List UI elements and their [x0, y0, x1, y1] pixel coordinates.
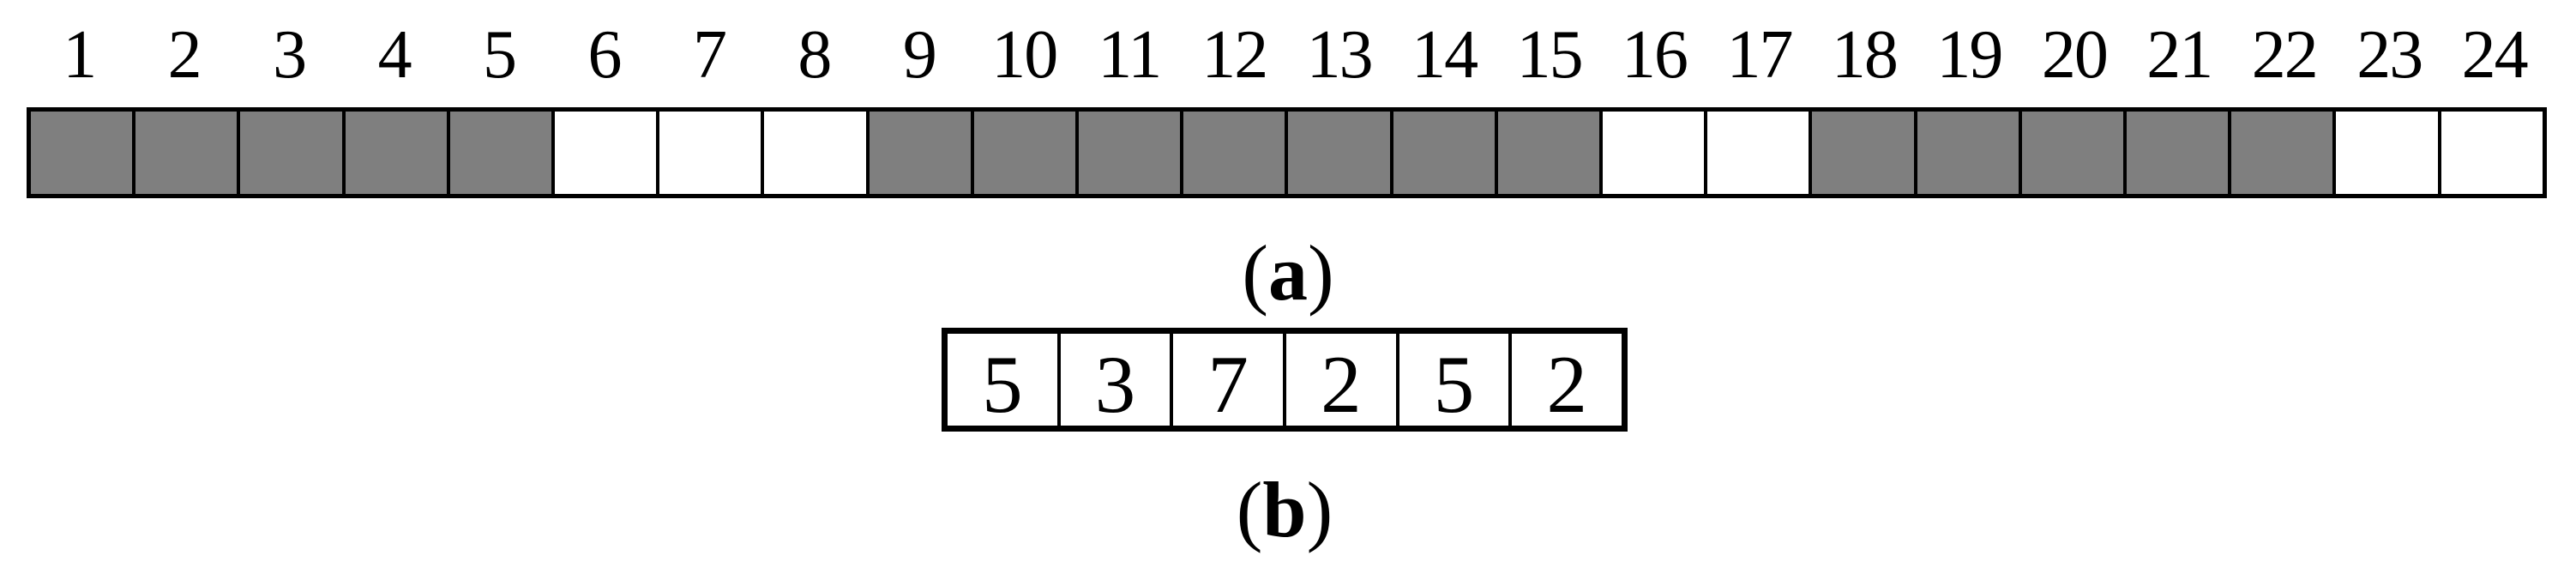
- filled-cell: [1497, 112, 1604, 194]
- empty-cell: [1707, 112, 1813, 194]
- filled-cell: [2231, 112, 2337, 194]
- cell-index-label: 7: [692, 17, 727, 93]
- cell-index-label: 14: [1411, 17, 1478, 93]
- empty-cell: [2441, 112, 2543, 194]
- cell-index-label: 4: [377, 17, 412, 93]
- filled-cell: [31, 112, 136, 194]
- runlength-value-cell: 2: [1508, 334, 1622, 430]
- panel-b-label: (b): [942, 470, 1628, 549]
- filled-cell: [240, 112, 346, 194]
- cell-index-label: 6: [587, 17, 622, 93]
- filled-cell: [1393, 112, 1498, 194]
- filled-cell: [2021, 112, 2128, 194]
- runlength-value-cell: 2: [1283, 334, 1396, 430]
- filled-cell: [345, 112, 450, 194]
- runlength-value-cell: 3: [1056, 334, 1171, 430]
- cell-index-label: 9: [902, 17, 937, 93]
- filled-cell: [135, 112, 241, 194]
- filled-cell: [973, 112, 1080, 194]
- runlength-value-cell: 5: [1395, 334, 1509, 430]
- filled-cell: [449, 112, 556, 194]
- panel-a-label-letter: a: [1268, 229, 1308, 317]
- cell-index-label: 5: [483, 17, 517, 93]
- runlength-value-cell: 5: [982, 338, 1023, 430]
- cell-index-label: 19: [1936, 17, 2003, 93]
- empty-cell: [2336, 112, 2441, 194]
- panel-a-label-open-paren: (: [1242, 229, 1268, 317]
- panel-b-label-close-paren: ): [1306, 466, 1333, 553]
- filled-cell: [1288, 112, 1393, 194]
- cell-index-label: 20: [2041, 17, 2109, 93]
- filled-cell: [1917, 112, 2022, 194]
- cell-index-label: 23: [2356, 17, 2423, 93]
- empty-cell: [1603, 112, 1708, 194]
- panel-a-cell-strip: [27, 107, 2547, 198]
- cell-index-label: 8: [797, 17, 832, 93]
- panel-a-label-close-paren: ): [1308, 229, 1334, 317]
- cell-index-label: 11: [1098, 17, 1162, 93]
- cell-index-label: 3: [273, 17, 307, 93]
- cell-index-label: 13: [1306, 17, 1374, 93]
- cell-index-label: 2: [167, 17, 202, 93]
- empty-cell: [659, 112, 765, 194]
- filled-cell: [869, 112, 974, 194]
- runlength-value-cell: 7: [1170, 334, 1283, 430]
- filled-cell: [1183, 112, 1289, 194]
- empty-cell: [555, 112, 660, 194]
- cell-index-label: 22: [2251, 17, 2319, 93]
- empty-cell: [764, 112, 870, 194]
- cell-index-label: 21: [2146, 17, 2213, 93]
- cell-index-label: 1: [63, 17, 97, 93]
- panel-a-label: (a): [0, 233, 2576, 312]
- cell-index-label: 15: [1516, 17, 1584, 93]
- cell-index-label: 10: [991, 17, 1058, 93]
- cell-index-label: 24: [2461, 17, 2529, 93]
- panel-b-label-letter: b: [1262, 466, 1307, 553]
- filled-cell: [2127, 112, 2232, 194]
- cell-index-label: 12: [1201, 17, 1268, 93]
- cell-index-label: 17: [1726, 17, 1793, 93]
- panel-b-label-open-paren: (: [1236, 466, 1263, 553]
- filled-cell: [1079, 112, 1184, 194]
- cell-index-label: 18: [1831, 17, 1899, 93]
- cell-index-label: 16: [1622, 17, 1688, 93]
- filled-cell: [1812, 112, 1917, 194]
